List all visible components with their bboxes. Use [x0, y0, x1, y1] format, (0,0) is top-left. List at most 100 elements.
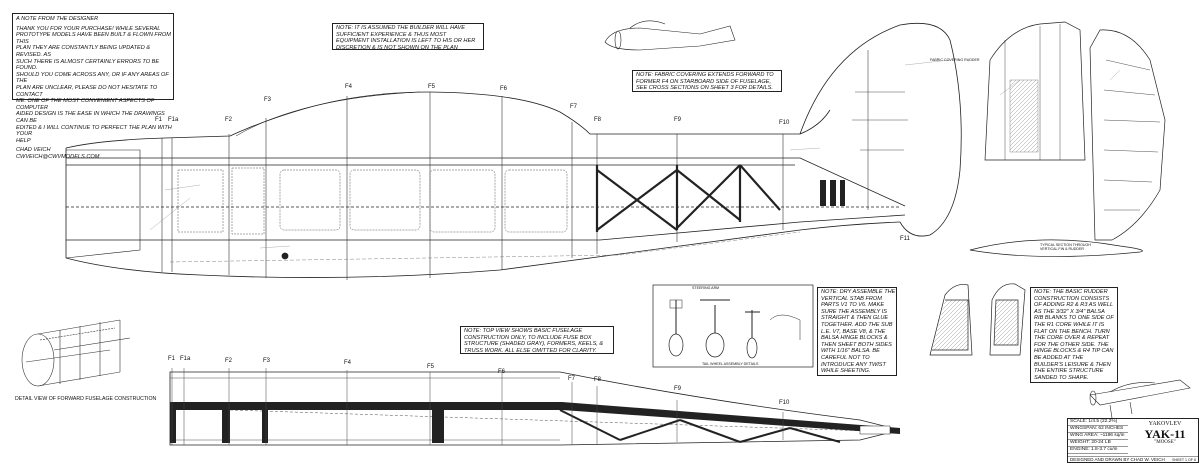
side-panels [177, 167, 568, 235]
note-line: SEE CROSS SECTIONS ON SHEET 3 FOR DETAIL… [636, 85, 773, 92]
note-line: VERTICAL STAB FROM [821, 295, 882, 302]
fuselage-top-view [169, 371, 901, 446]
side-truss [595, 164, 781, 232]
note-line: EQUIPMENT INSTALLATION IS LEFT TO HIS OR… [336, 38, 476, 45]
rudder-plan [984, 21, 1166, 241]
former-label: F1a [168, 117, 179, 123]
note-line: NOTE: THE BASIC RUDDER [1034, 289, 1108, 295]
former-label-f11: F11 [900, 236, 911, 242]
note-line: AS THE 3/32" X 3/4" BALSA [1034, 308, 1105, 315]
note-line: THE CORE OVER & REPEAT [1034, 335, 1110, 342]
title-block: SCALE: 1/4.5 (22.2%) WINGSPAN: 62 INCHES… [1067, 418, 1199, 463]
former-label: F4 [345, 84, 353, 90]
note-line: PARTS V1 TO V6. MAKE [821, 302, 885, 309]
former-label: F1 [155, 117, 163, 123]
note-line: HINGE BLOCKS & R4 TIP CAN [1034, 348, 1114, 355]
note-line: BALSA HINGE BLOCKS & [821, 335, 888, 342]
former-label: F3 [264, 97, 272, 103]
note-line: TOGETHER. ADD THE SUB [821, 321, 893, 328]
designer-note-line: HELP [16, 137, 31, 144]
fabric-note-box: NOTE: FABRIC COVERING EXTENDS FORWARD TO… [632, 70, 782, 92]
dry-assemble-note-box: NOTE: DRY ASSEMBLE THE VERTICAL STAB FRO… [817, 287, 897, 376]
spec-scale: SCALE: 1/4.5 (22.2%) [1068, 419, 1128, 426]
tail-block [820, 180, 845, 206]
note-line: TRUSS WORK. ALL ELSE OMITTED FOR CLARITY… [464, 347, 597, 354]
note-line: WHILE SHEETING. [821, 368, 871, 375]
former-label-top: F6 [498, 369, 506, 375]
fuselage-side-view [65, 91, 906, 278]
fabric-rudder-caption: FABRIC COVERING RUDDER [930, 58, 980, 62]
note-line: STRAIGHT & THEN GLUE [821, 315, 889, 322]
typical-section-caption: TYPICAL SECTION THROUGH VERTICAL FIN & R… [1040, 243, 1091, 251]
spec-table: SCALE: 1/4.5 (22.2%) WINGSPAN: 62 INCHES… [1068, 419, 1128, 454]
designer-signature: CHAD VEICH [16, 147, 51, 154]
yak11-profile-top [604, 20, 736, 51]
tail-wheel-caption: TAIL WHEEL ASSEMBLY DETAILS [702, 362, 759, 366]
note-line: STRUCTURE (SHADED GRAY), FORMERS, KEELS,… [464, 341, 604, 348]
topview-note-box: NOTE: TOP VIEW SHOWS BASIC FUSELAGE CONS… [460, 326, 614, 354]
former-label: F10 [779, 120, 790, 126]
designer-note: A NOTE FROM THE DESIGNER THANK YOU FOR Y… [16, 16, 172, 160]
designer-credit: DESIGNED AND DRAWN BY CHAD W. VEICH [1068, 456, 1198, 462]
former-label-top: F7 [568, 376, 576, 382]
aircraft-nickname: "MOOSE" [1154, 440, 1176, 445]
spec-wing-area: WING AREA: ~1196 sq/in [1068, 433, 1128, 440]
forward-detail-caption: DETAIL VIEW OF FORWARD FUSELAGE CONSTRUC… [15, 396, 157, 402]
top-formers [171, 368, 784, 445]
designer-note-line: EDITED & I WILL CONTINUE TO PERFECT THE … [16, 124, 172, 138]
equipment-note: NOTE: IT IS ASSUMED THE BUILDER WILL HAV… [336, 25, 482, 51]
note-line: SUFFICIENT EXPERIENCE & THUS MOST [336, 31, 447, 38]
note-line: FOR THE OTHER SIDE. THE [1034, 341, 1109, 348]
former-label-top: F9 [674, 386, 682, 392]
typical-section [969, 239, 1143, 257]
tail-wheel-detail [652, 284, 814, 368]
spec-wingspan: WINGSPAN: 62 INCHES [1068, 426, 1128, 433]
topview-note: NOTE: TOP VIEW SHOWS BASIC FUSELAGE CONS… [464, 328, 612, 354]
designer-note-line: PLAN THEY ARE CONSTANTLY BEING UPDATED &… [16, 45, 151, 58]
note-line: CONSTRUCTION ONLY, TO INCLUDE FUSE BOX [464, 334, 592, 341]
note-line: BUILDER'S LEISURE & THEN [1034, 361, 1111, 368]
former-label-top: F4 [344, 360, 352, 366]
note-line: SURE THE ASSEMBLY IS [821, 308, 888, 315]
note-line: CONSTRUCTION CONSISTS [1034, 295, 1110, 302]
vertical-fin [799, 22, 962, 237]
note-line: THEN SHEET BOTH SIDES [821, 341, 892, 348]
rudder-note: NOTE: THE BASIC RUDDER CONSTRUCTION CONS… [1034, 289, 1117, 381]
note-line: NOTE: IT IS ASSUMED THE BUILDER WILL HAV… [336, 25, 465, 31]
top-view-fuse-box [170, 402, 900, 443]
note-line: DISCRETION & IS NOT SHOWN ON THE PLAN [336, 44, 458, 51]
former-label: F5 [428, 84, 436, 90]
fin-core-drawing [929, 283, 1026, 356]
former-label-top: F5 [427, 364, 435, 370]
designer-note-line: AIDED DESIGN IS THE EASE IN WHICH THE DR… [16, 111, 165, 124]
rudder-note-box: NOTE: THE BASIC RUDDER CONSTRUCTION CONS… [1030, 287, 1118, 383]
designer-note-line: THANK YOU FOR YOUR PURCHASE! WHILE SEVER… [16, 25, 161, 32]
former-label-top: F1a [180, 356, 191, 362]
note-line: NOTE: FABRIC COVERING EXTENDS FORWARD TO [636, 72, 774, 78]
designer-note-line: ME. ONE OF THE MOST CONVENIENT ASPECTS O… [16, 98, 155, 111]
note-line: NOTE: DRY ASSEMBLE THE [821, 289, 896, 295]
former-label: F9 [674, 117, 682, 123]
steering-arm-caption: STEERING ARM [692, 286, 720, 290]
designer-note-line: SUCH THERE IS ALMOST CERTAINLY ERRORS TO… [16, 58, 160, 72]
note-line: CAREFUL NOT TO [821, 354, 870, 361]
former-label-top: F1 [168, 356, 176, 362]
note-line: RIB BLANKS TO ONE SIDE OF [1034, 315, 1114, 322]
designer-note-line: SHOULD YOU COME ACROSS ANY, OR IF ANY AR… [16, 71, 169, 85]
note-line: FORMER F4 ON STARBOARD SIDE OF FUSELAGE, [636, 78, 771, 85]
former-label-top: F8 [594, 377, 602, 383]
designer-note-line: PROTOTYPE MODELS HAVE BEEN BUILT & FLOWN… [16, 32, 171, 45]
forward-detail-sketch [21, 319, 131, 387]
designer-note-title: A NOTE FROM THE DESIGNER [16, 16, 99, 22]
rudder-shaded-sheet [1009, 79, 1039, 153]
note-line: INTRODUCE ANY TWIST [821, 361, 886, 368]
spec-weight: WEIGHT: 20-24 LB [1068, 440, 1128, 447]
note-line: THE ENTIRE STRUCTURE [1034, 368, 1104, 375]
note-line: NOTE: TOP VIEW SHOWS BASIC FUSELAGE [464, 328, 583, 334]
note-line: BE ADDED AT THE [1034, 354, 1084, 361]
aircraft-name: YAK-11 [1144, 427, 1186, 441]
designer-note-box: A NOTE FROM THE DESIGNER THANK YOU FOR Y… [12, 13, 174, 160]
note-line: L.E. V7, BASE V8, & THE [821, 328, 886, 335]
